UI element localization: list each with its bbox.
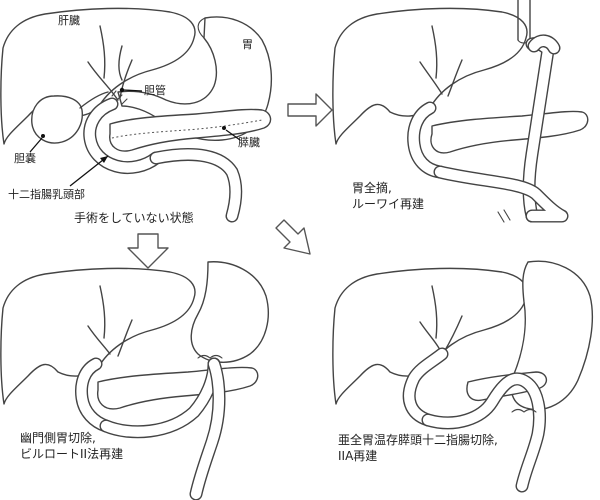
pancreas-label: 膵臓	[238, 136, 260, 149]
right-arrow	[287, 93, 333, 127]
bile-duct	[87, 61, 119, 101]
pancreas	[430, 110, 589, 154]
stomach	[190, 261, 269, 363]
caption-pppd-2: IIA再建	[338, 449, 377, 463]
caption-distal-1: 幽門側胃切除,	[20, 430, 96, 445]
caption-pppd-1: 亜全胃温存膵頭十二指腸切除,	[338, 432, 498, 447]
diagonal-arrow	[275, 219, 311, 255]
panel-original: 肝臓 胃 胆管 膵臓 胆嚢 十二指腸乳頭部 手術をしていない状態	[0, 7, 273, 225]
panel-pppd: 亜全胃温存膵頭十二指腸切除, IIA再建	[332, 260, 594, 493]
bile-duct-label: 胆管	[144, 83, 166, 97]
down-arrow	[127, 233, 169, 269]
bile-duct-pointer	[123, 89, 143, 92]
liver-label: 肝臓	[58, 14, 80, 27]
panel-total-gastrectomy: 胃全摘, ルーワイ再建	[332, 0, 589, 223]
caption-total-2: ルーワイ再建	[352, 197, 424, 211]
panel-distal-gastrectomy: 幽門側胃切除, ビルロートII法再建	[0, 261, 269, 500]
caption-total-1: 胃全摘,	[352, 180, 392, 195]
caption-original: 手術をしていない状態	[74, 210, 194, 225]
caption-distal-2: ビルロートII法再建	[20, 447, 123, 461]
gallbladder	[31, 95, 83, 144]
papilla-pointer	[69, 155, 109, 187]
papilla-label: 十二指腸乳頭部	[8, 187, 85, 201]
pancreas	[109, 108, 272, 152]
stomach-label: 胃	[242, 38, 253, 51]
gallbladder-label: 胆嚢	[14, 151, 36, 165]
pancreas	[97, 366, 259, 410]
pancreas-pointer	[225, 129, 241, 141]
gallbladder-pointer	[29, 137, 43, 153]
